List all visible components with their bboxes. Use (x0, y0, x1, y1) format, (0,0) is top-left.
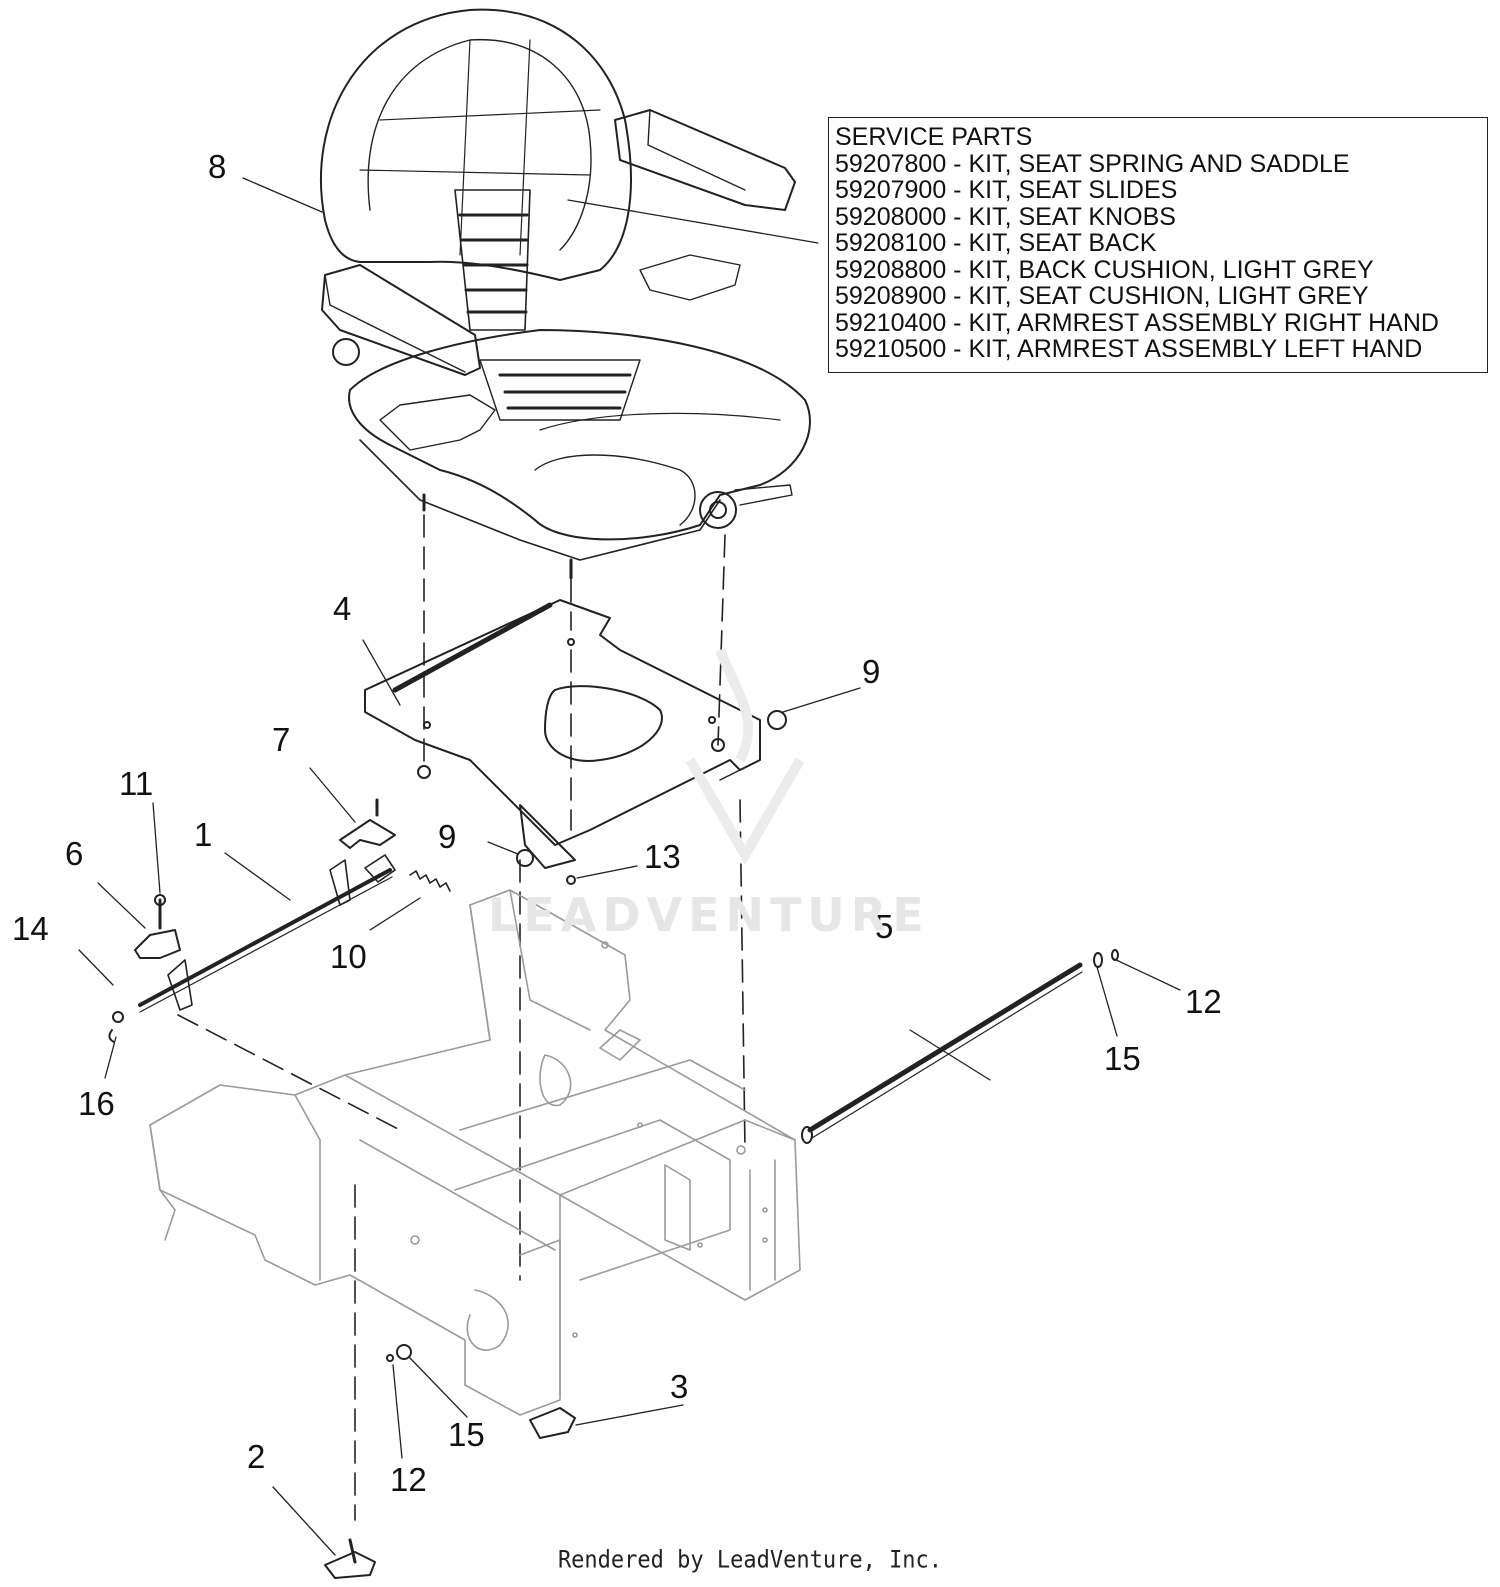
service-part-item: 59208800 - KIT, BACK CUSHION, LIGHT GREY (835, 255, 1374, 284)
callout-5: 5 (875, 908, 894, 945)
service-part-item: 59208000 - KIT, SEAT KNOBS (835, 202, 1176, 231)
clip-2 (324, 1551, 376, 1579)
rod-1 (138, 854, 396, 1013)
screw-13 (566, 875, 576, 885)
seat-mount-plate (364, 599, 761, 869)
service-part-item: 59208100 - KIT, SEAT BACK (835, 229, 1157, 257)
callout-9-right: 9 (862, 653, 881, 690)
mower-frame (149, 889, 801, 1416)
nut-12 (386, 1354, 394, 1362)
watermark-text: LEADVENTURE (488, 888, 930, 942)
watermark-logo (685, 648, 805, 865)
alignment-lines (177, 514, 746, 1521)
service-part-item: 59210400 - KIT, ARMREST ASSEMBLY RIGHT H… (835, 308, 1439, 337)
callout-12-bottom: 12 (390, 1461, 427, 1498)
leader-lines (78, 177, 1181, 1556)
callout-7: 7 (272, 721, 291, 758)
bushing-9-right (767, 710, 787, 730)
washer-15 (396, 1344, 412, 1360)
service-parts-box: SERVICE PARTS 59207800 - KIT, SEAT SPRIN… (828, 117, 1488, 373)
bracket-7 (339, 819, 396, 849)
callout-3: 3 (670, 1368, 689, 1405)
clip-3 (529, 1407, 576, 1439)
callout-16: 16 (78, 1085, 115, 1122)
footer-credit: Rendered by LeadVenture, Inc. (557, 1547, 943, 1574)
service-part-item: 59207900 - KIT, SEAT SLIDES (835, 176, 1178, 204)
callout-4: 4 (333, 590, 352, 627)
service-part-item: 59210500 - KIT, ARMREST ASSEMBLY LEFT HA… (835, 335, 1423, 363)
callout-15-bottom: 15 (448, 1416, 485, 1453)
bushing-9-left (516, 849, 534, 867)
callout-14: 14 (12, 910, 49, 947)
callout-11: 11 (119, 765, 154, 802)
service-part-item: 59207800 - KIT, SEAT SPRING AND SADDLE (835, 149, 1350, 178)
service-parts-heading: SERVICE PARTS (835, 123, 1033, 151)
callout-13: 13 (644, 838, 681, 875)
seat-assembly (320, 8, 811, 580)
rod-5 (801, 949, 1119, 1144)
bracket-6 (134, 929, 181, 959)
callout-10: 10 (330, 938, 367, 975)
callout-6: 6 (65, 835, 84, 872)
callout-1: 1 (194, 816, 213, 853)
spring-10 (409, 870, 451, 892)
service-part-item: 59208900 - KIT, SEAT CUSHION, LIGHT GREY (835, 282, 1369, 310)
callout-12-right: 12 (1185, 983, 1222, 1020)
callout-9-left: 9 (438, 818, 457, 855)
callout-15-right: 15 (1104, 1040, 1141, 1077)
callout-8: 8 (208, 148, 227, 185)
callout-2: 2 (247, 1438, 266, 1475)
